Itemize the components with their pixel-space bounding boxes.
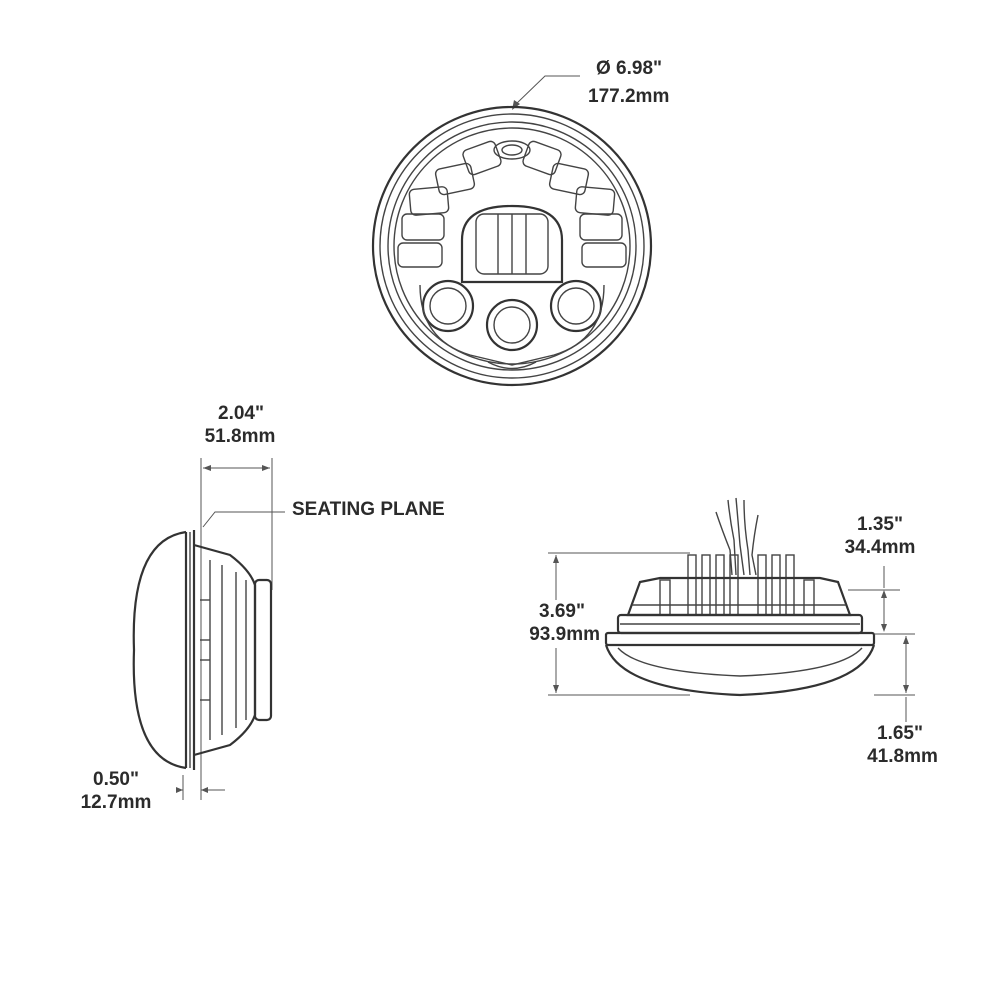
bottom-view [548,497,915,722]
height-mm-label: 93.9mm [529,624,600,645]
lens-mm-label: 12.7mm [80,792,152,813]
diameter-inch-label: Ø 6.98" [596,58,663,79]
lower-inch-label: 1.65" [877,723,923,744]
depth-mm-label: 51.8mm [204,426,276,447]
seating-plane-label: SEATING PLANE [292,499,445,520]
side-view [132,458,285,800]
diameter-mm-label: 177.2mm [588,86,670,107]
upper-inch-label: 1.35" [857,514,903,535]
front-view [371,75,653,387]
depth-inch-label: 2.04" [218,403,264,424]
lens-inch-label: 0.50" [93,769,139,790]
lower-mm-label: 41.8mm [867,746,938,767]
upper-mm-label: 34.4mm [844,537,916,558]
height-inch-label: 3.69" [539,601,585,622]
